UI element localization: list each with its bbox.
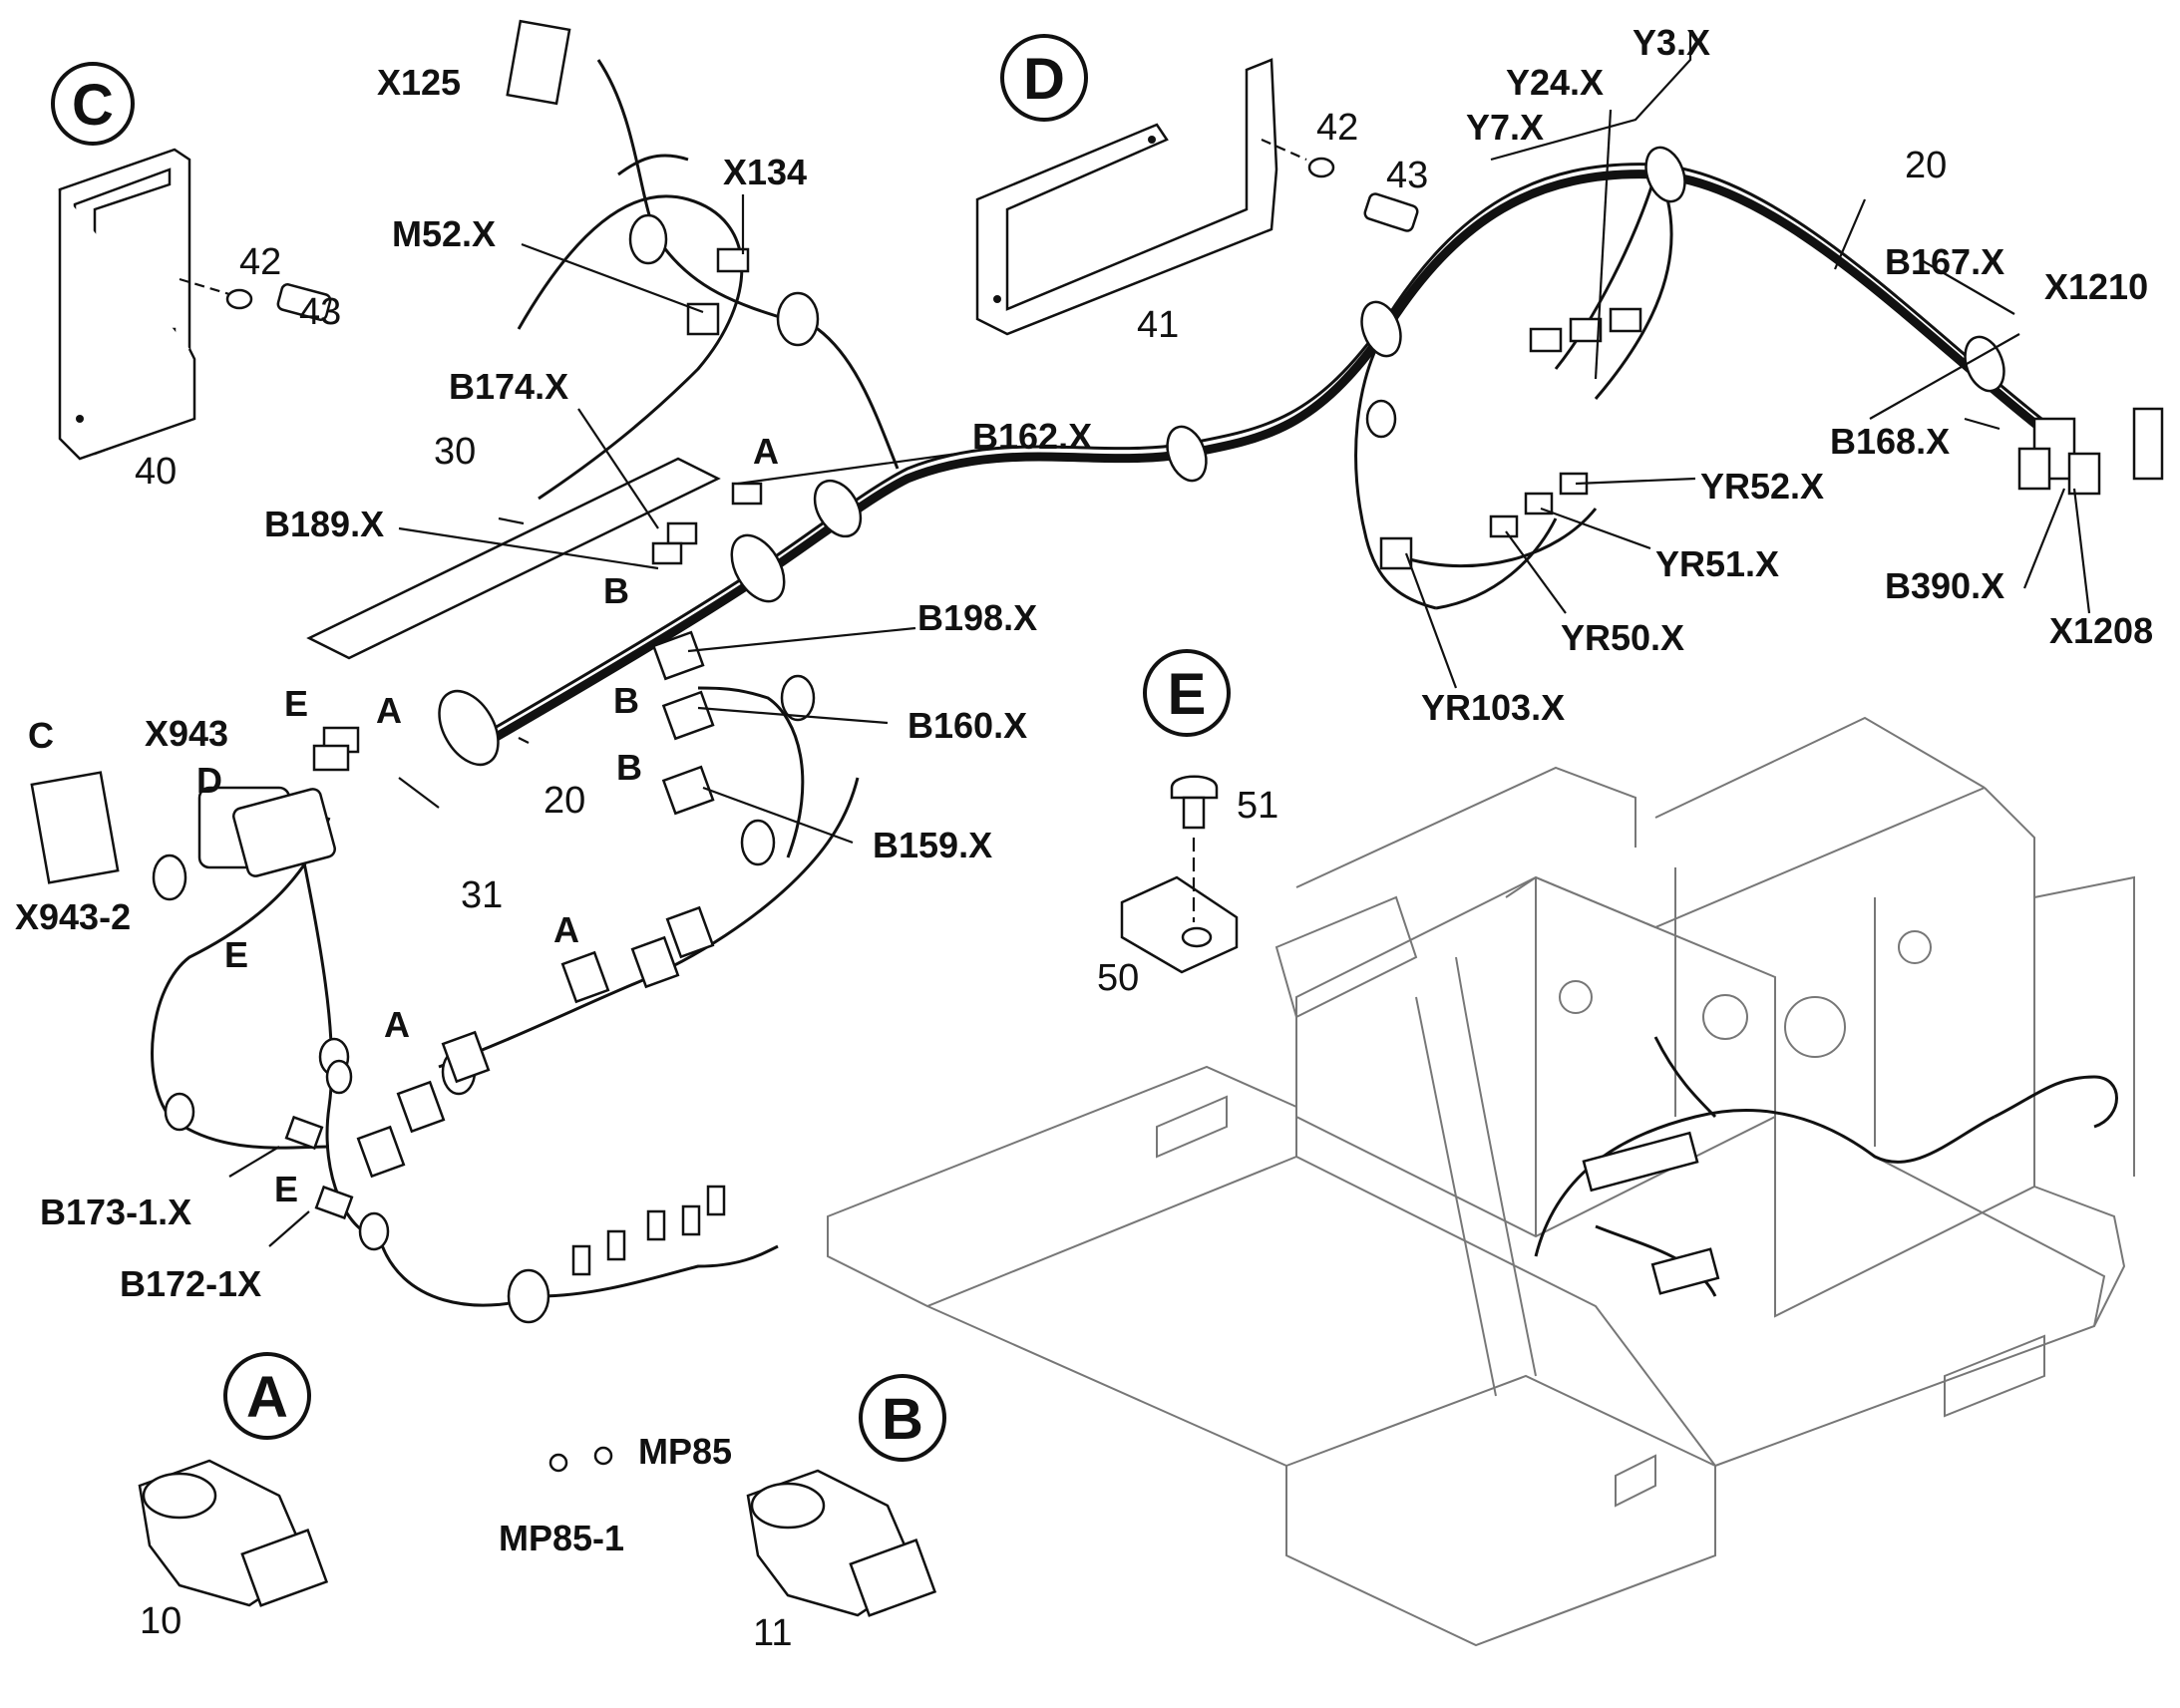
label-y3x: Y3.X bbox=[1633, 22, 1710, 63]
svg-text:A: A bbox=[246, 1365, 288, 1430]
num-51: 51 bbox=[1237, 785, 1278, 827]
tag-b-3: B bbox=[616, 747, 642, 788]
label-x943-2: X943-2 bbox=[15, 896, 131, 937]
sensor-10 bbox=[138, 1459, 329, 1607]
tag-a-2: A bbox=[376, 690, 402, 731]
label-b198x: B198.X bbox=[917, 597, 1037, 638]
label-yr103x: YR103.X bbox=[1421, 687, 1565, 728]
callout-e: E bbox=[1143, 649, 1231, 737]
terminal-board-30 bbox=[306, 457, 721, 660]
main-harness bbox=[151, 59, 2059, 1324]
num-42-d: 42 bbox=[1316, 107, 1358, 149]
callout-a: A bbox=[223, 1352, 311, 1440]
connectors bbox=[30, 19, 2164, 1473]
reference-labels: X125 X134 M52.X B174.X B162.X B189.X B19… bbox=[15, 22, 2153, 1558]
label-b173-1x: B173-1.X bbox=[40, 1192, 191, 1232]
label-b159x: B159.X bbox=[873, 825, 992, 865]
label-y7x: Y7.X bbox=[1466, 107, 1544, 148]
tag-b-2: B bbox=[613, 680, 639, 721]
label-x134: X134 bbox=[723, 152, 807, 192]
callout-c: C bbox=[51, 62, 135, 146]
num-43-d: 43 bbox=[1386, 155, 1428, 196]
letter-tags: A A A A B B B C D E E E bbox=[28, 431, 779, 1209]
svg-text:E: E bbox=[1168, 662, 1207, 727]
num-42-c: 42 bbox=[239, 241, 281, 283]
bracket-41 bbox=[975, 58, 1419, 336]
label-y24x: Y24.X bbox=[1506, 62, 1604, 103]
svg-text:B: B bbox=[882, 1387, 923, 1452]
tag-e-1: E bbox=[284, 683, 308, 724]
tag-e-2: E bbox=[224, 934, 248, 975]
num-20-b: 20 bbox=[1905, 145, 1947, 186]
machine-frame bbox=[827, 716, 2135, 1647]
label-b390x: B390.X bbox=[1885, 565, 2004, 606]
label-b168x: B168.X bbox=[1830, 421, 1950, 462]
svg-text:C: C bbox=[72, 73, 114, 138]
tag-a-3: A bbox=[553, 909, 579, 950]
tag-a-1: A bbox=[753, 431, 779, 472]
label-x1208: X1208 bbox=[2049, 610, 2153, 651]
tag-a-4: A bbox=[384, 1004, 410, 1045]
sensor-11 bbox=[746, 1469, 937, 1617]
label-x943: X943 bbox=[145, 713, 228, 754]
num-30: 30 bbox=[434, 431, 476, 473]
label-yr51x: YR51.X bbox=[1655, 543, 1779, 584]
tag-b-1: B bbox=[603, 570, 629, 611]
callout-b: B bbox=[859, 1374, 946, 1462]
bracket-40 bbox=[58, 148, 332, 461]
label-b167x: B167.X bbox=[1885, 241, 2004, 282]
num-20-a: 20 bbox=[544, 780, 585, 822]
label-b160x: B160.X bbox=[908, 705, 1027, 746]
num-50: 50 bbox=[1097, 957, 1139, 999]
num-43-c: 43 bbox=[299, 291, 341, 333]
tag-d-1: D bbox=[196, 760, 222, 801]
tag-c-1: C bbox=[28, 715, 54, 756]
label-b172-1x: B172-1X bbox=[120, 1263, 261, 1304]
label-mp85: MP85 bbox=[638, 1431, 732, 1472]
label-b189x: B189.X bbox=[264, 504, 384, 544]
label-m52x: M52.X bbox=[392, 213, 496, 254]
num-10: 10 bbox=[140, 1600, 182, 1642]
label-mp85-1: MP85-1 bbox=[499, 1518, 624, 1558]
label-x125: X125 bbox=[377, 62, 461, 103]
label-yr52x: YR52.X bbox=[1700, 466, 1824, 507]
clip-50-screw-51 bbox=[1120, 775, 1239, 974]
label-b174x: B174.X bbox=[449, 366, 568, 407]
svg-text:D: D bbox=[1023, 47, 1065, 112]
label-x1210: X1210 bbox=[2044, 266, 2148, 307]
num-41: 41 bbox=[1137, 304, 1179, 346]
num-11: 11 bbox=[753, 1612, 792, 1654]
num-40: 40 bbox=[135, 451, 177, 493]
label-yr50x: YR50.X bbox=[1561, 617, 1684, 658]
tag-e-3: E bbox=[274, 1169, 298, 1209]
num-31: 31 bbox=[461, 874, 503, 916]
leader-lines bbox=[228, 30, 2091, 1247]
callout-d: D bbox=[1000, 34, 1088, 122]
label-b162x: B162.X bbox=[972, 416, 1092, 457]
